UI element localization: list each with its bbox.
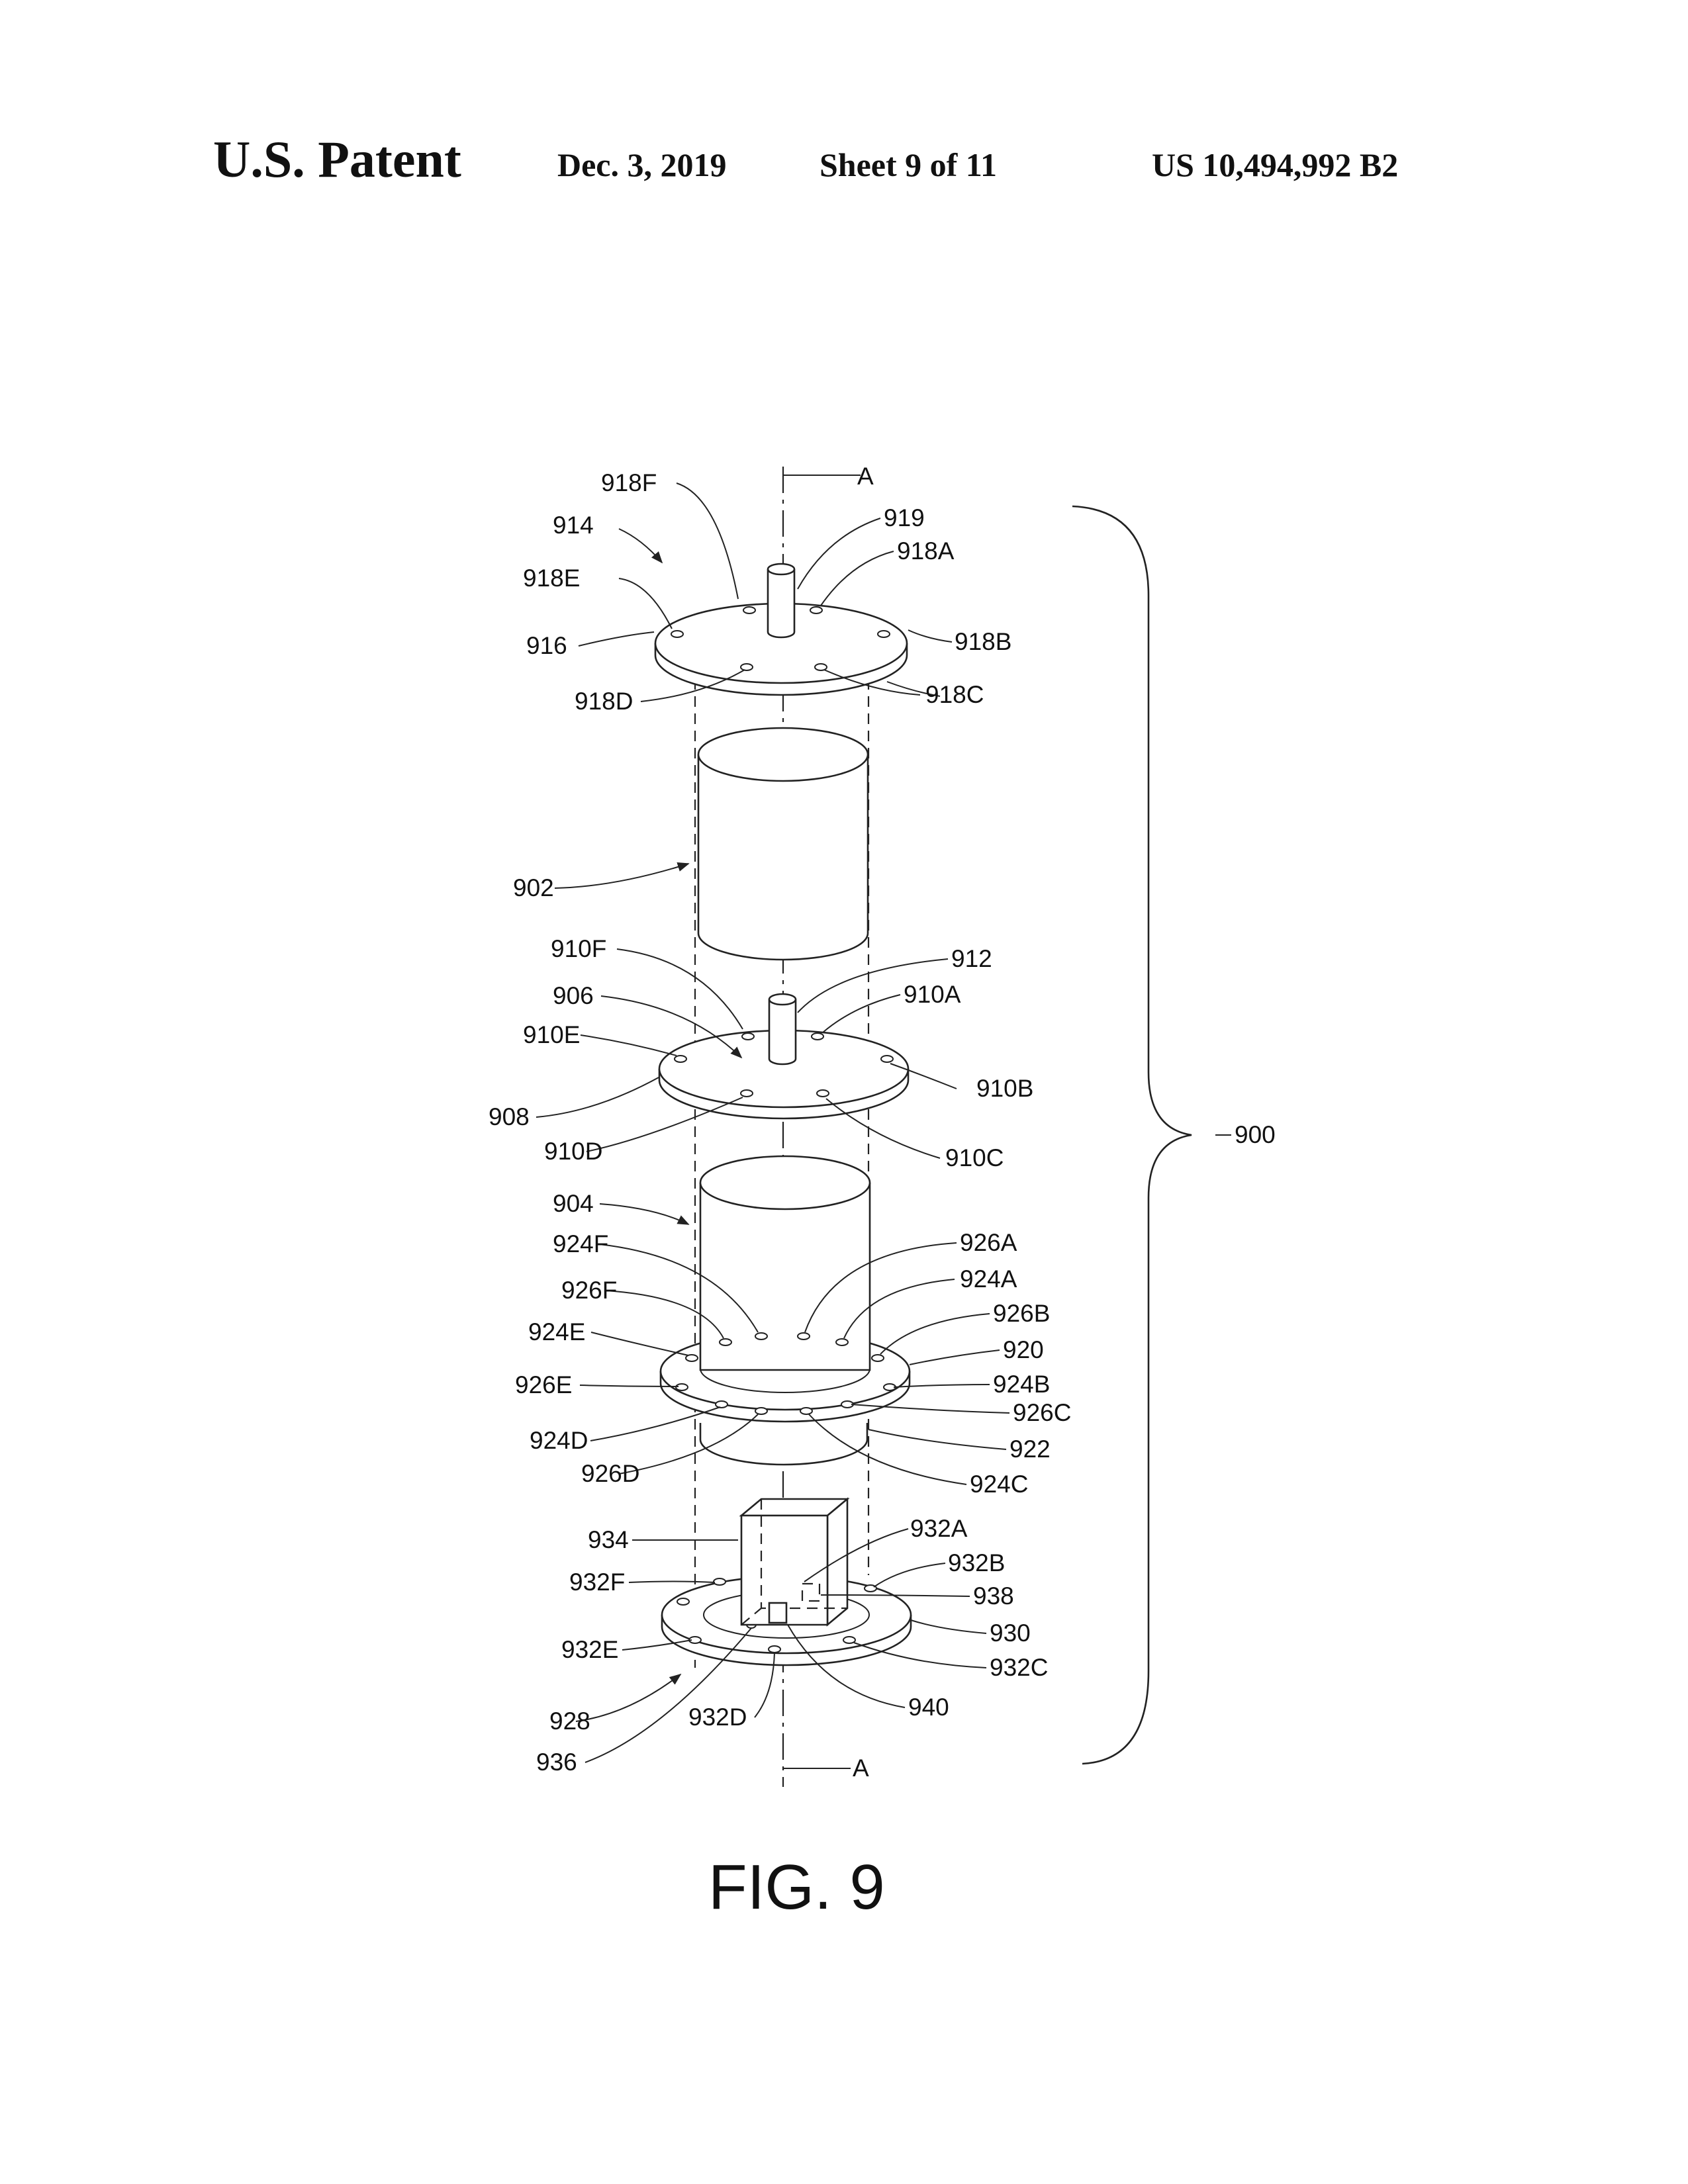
ref-932B: 932B xyxy=(948,1549,1005,1576)
ref-918C: 918C xyxy=(925,681,984,708)
ref-940: 940 xyxy=(908,1694,949,1721)
ref-906: 906 xyxy=(553,982,594,1009)
ref-910F: 910F xyxy=(551,935,606,962)
ref-919: 919 xyxy=(884,504,925,531)
ref-932A: 932A xyxy=(910,1515,968,1542)
ref-918E: 918E xyxy=(523,565,580,592)
ref-908: 908 xyxy=(489,1103,530,1130)
ref-912: 912 xyxy=(951,945,992,972)
ref-920: 920 xyxy=(1003,1336,1044,1363)
ref-926F: 926F xyxy=(561,1277,617,1304)
ref-926B: 926B xyxy=(993,1300,1050,1327)
ref-926C: 926C xyxy=(1013,1399,1071,1426)
ref-918D: 918D xyxy=(575,688,633,715)
ref-924F: 924F xyxy=(553,1230,608,1257)
ref-904: 904 xyxy=(553,1190,594,1217)
ref-924D: 924D xyxy=(530,1427,588,1454)
ref-928: 928 xyxy=(549,1707,590,1735)
ref-910B: 910B xyxy=(976,1075,1033,1102)
axis-label-bottom: A xyxy=(853,1754,869,1782)
figure-caption: FIG. 9 xyxy=(708,1852,885,1923)
ref-936: 936 xyxy=(536,1749,577,1776)
ref-932F: 932F xyxy=(569,1569,625,1596)
cylinder-902 xyxy=(698,728,868,960)
ref-938: 938 xyxy=(973,1582,1014,1610)
ref-924C: 924C xyxy=(970,1471,1028,1498)
ref-910A: 910A xyxy=(904,981,961,1008)
ref-930: 930 xyxy=(990,1619,1031,1647)
assembly-brace xyxy=(1072,506,1192,1764)
cylinder-904-assembly xyxy=(661,1156,910,1465)
ref-924A: 924A xyxy=(960,1265,1017,1293)
ref-900: 900 xyxy=(1235,1121,1276,1148)
ref-914: 914 xyxy=(553,512,594,539)
ref-932C: 932C xyxy=(990,1654,1048,1681)
ref-926A: 926A xyxy=(960,1229,1017,1256)
ref-918A: 918A xyxy=(897,537,955,565)
ref-902: 902 xyxy=(513,874,554,901)
reference-labels: A A 918F 919 918A 914 918E 916 918B 918D… xyxy=(489,463,1276,1923)
ref-918F: 918F xyxy=(601,469,657,496)
ref-932D: 932D xyxy=(688,1704,747,1731)
ref-934: 934 xyxy=(588,1526,629,1553)
ref-910C: 910C xyxy=(945,1144,1004,1171)
ref-926D: 926D xyxy=(581,1460,639,1487)
shaft-912 xyxy=(769,994,796,1064)
axis-label-top: A xyxy=(857,463,874,490)
ref-924B: 924B xyxy=(993,1371,1050,1398)
ref-926E: 926E xyxy=(515,1371,572,1398)
ref-924E: 924E xyxy=(528,1318,585,1345)
ref-916: 916 xyxy=(526,632,567,659)
shaft-919 xyxy=(768,564,794,637)
ref-910D: 910D xyxy=(544,1138,602,1165)
ref-910E: 910E xyxy=(523,1021,580,1048)
ref-932E: 932E xyxy=(561,1636,618,1663)
ref-922: 922 xyxy=(1009,1435,1051,1463)
ref-918B: 918B xyxy=(955,628,1011,655)
